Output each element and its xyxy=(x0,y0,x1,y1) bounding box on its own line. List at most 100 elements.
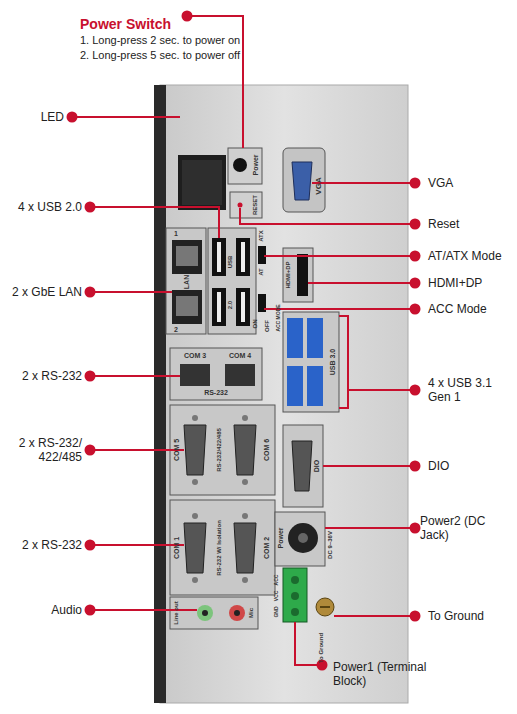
callout-label: 4 x USB 2.0 xyxy=(18,200,82,214)
port-marking: ATX xyxy=(258,230,265,242)
callout-dots xyxy=(410,385,421,396)
callout-label: Audio xyxy=(51,603,82,617)
callout-label: 2 x RS-232 xyxy=(22,538,82,552)
callout-label: HDMI+DP xyxy=(428,276,482,290)
callout-dots xyxy=(85,540,96,551)
callout-label: VGA xyxy=(428,176,453,190)
leader-lines xyxy=(90,449,184,451)
com12-ports xyxy=(170,500,275,595)
vga-port xyxy=(292,162,312,200)
leader-lines xyxy=(72,16,415,665)
lan-ports xyxy=(176,296,198,316)
callout-label: 2 x RS-232 xyxy=(22,369,82,383)
chassis xyxy=(160,85,408,703)
dc-jack xyxy=(275,512,325,566)
port-marking: GND xyxy=(273,606,279,617)
leader-lines xyxy=(312,182,415,184)
com12-ports xyxy=(234,523,256,573)
usb2-ports xyxy=(208,228,256,334)
callout-dots xyxy=(410,219,421,230)
callout-label: 2 x GbE LAN xyxy=(12,285,82,299)
audio-jacks xyxy=(170,597,258,629)
com34-ports xyxy=(225,364,255,386)
ground-screw xyxy=(316,598,334,616)
port-marking: RS-232 xyxy=(204,389,228,397)
hdmi-dp-port xyxy=(297,254,308,296)
port-marking: VGA xyxy=(314,177,324,194)
leader-lines xyxy=(72,116,180,118)
callout-dots xyxy=(410,251,421,262)
usb2-ports xyxy=(236,238,250,276)
leader-lines xyxy=(90,291,172,293)
power-button xyxy=(233,158,247,172)
port-marking: 2.0 xyxy=(227,301,234,309)
usb3-ports xyxy=(283,312,339,412)
com34-ports xyxy=(170,348,262,400)
port-marking: COM 1 xyxy=(173,537,181,559)
leader-lines xyxy=(240,208,415,224)
port-marking: OFF xyxy=(264,320,271,332)
com56-ports xyxy=(242,415,248,421)
callout-title: Power Switch xyxy=(80,16,171,33)
usb3-ports xyxy=(307,318,323,358)
port-marking: AT xyxy=(258,268,265,276)
usb2-ports xyxy=(217,292,221,322)
audio-jacks xyxy=(197,605,213,621)
led-block xyxy=(178,155,226,210)
leader-lines xyxy=(325,527,415,529)
com12-ports xyxy=(192,577,198,583)
leader-lines xyxy=(264,308,415,310)
com12-ports xyxy=(170,500,275,595)
com12-ports xyxy=(192,513,198,519)
leader-lines xyxy=(308,282,415,284)
com56-ports xyxy=(170,405,275,495)
port-marking: To Ground xyxy=(318,633,325,663)
leader-lines xyxy=(339,316,415,408)
port-marking: Power xyxy=(277,527,285,548)
port-marking: USB 3.0 xyxy=(329,349,337,375)
leader-lines xyxy=(295,622,322,665)
usb2-ports xyxy=(208,228,256,334)
callout-label: Reset xyxy=(428,217,459,231)
callout-label: 4 x USB 3.1 Gen 1 xyxy=(428,376,498,405)
terminal-block xyxy=(291,576,299,584)
ground-screw xyxy=(320,606,330,608)
callout-note: 1. Long-press 2 sec. to power on xyxy=(80,34,240,47)
port-marking: RS-232 W/ Isolation xyxy=(216,520,223,576)
callout-dots xyxy=(85,605,96,616)
usb2-ports xyxy=(236,288,250,326)
com56-ports xyxy=(192,479,198,485)
reset-button xyxy=(238,203,243,208)
port-marking: COM 5 xyxy=(173,439,181,461)
power-button xyxy=(228,148,262,184)
callout-label: Power1 (Terminal Block) xyxy=(333,660,443,689)
dc-jack xyxy=(288,523,318,553)
lan-ports xyxy=(166,228,206,334)
usb3-ports xyxy=(287,366,303,406)
port-marking: DIO xyxy=(313,460,321,472)
port-marking: ON xyxy=(252,320,259,329)
callout-dots xyxy=(182,11,193,22)
callout-dots xyxy=(85,445,96,456)
callout-label: ACC Mode xyxy=(428,302,487,316)
callout-dots xyxy=(410,178,421,189)
ground-screw xyxy=(316,598,334,616)
reset-button xyxy=(230,192,262,218)
port-marking: COM 2 xyxy=(263,537,271,559)
callout-label: DIO xyxy=(428,459,449,473)
usb2-ports xyxy=(241,292,245,322)
usb2-ports xyxy=(212,288,226,326)
leader-lines xyxy=(264,255,415,257)
com12-ports xyxy=(242,513,248,519)
usb3-ports xyxy=(307,366,323,406)
port-marking: COM 4 xyxy=(229,352,251,360)
terminal-block xyxy=(283,568,307,622)
led-block xyxy=(182,160,222,205)
vga-port xyxy=(283,148,325,212)
led-block xyxy=(178,155,226,210)
port-marking: 1 xyxy=(174,230,178,238)
leader-lines xyxy=(334,615,415,617)
leader-lines xyxy=(90,544,184,546)
port-marking: COM 6 xyxy=(263,439,271,461)
